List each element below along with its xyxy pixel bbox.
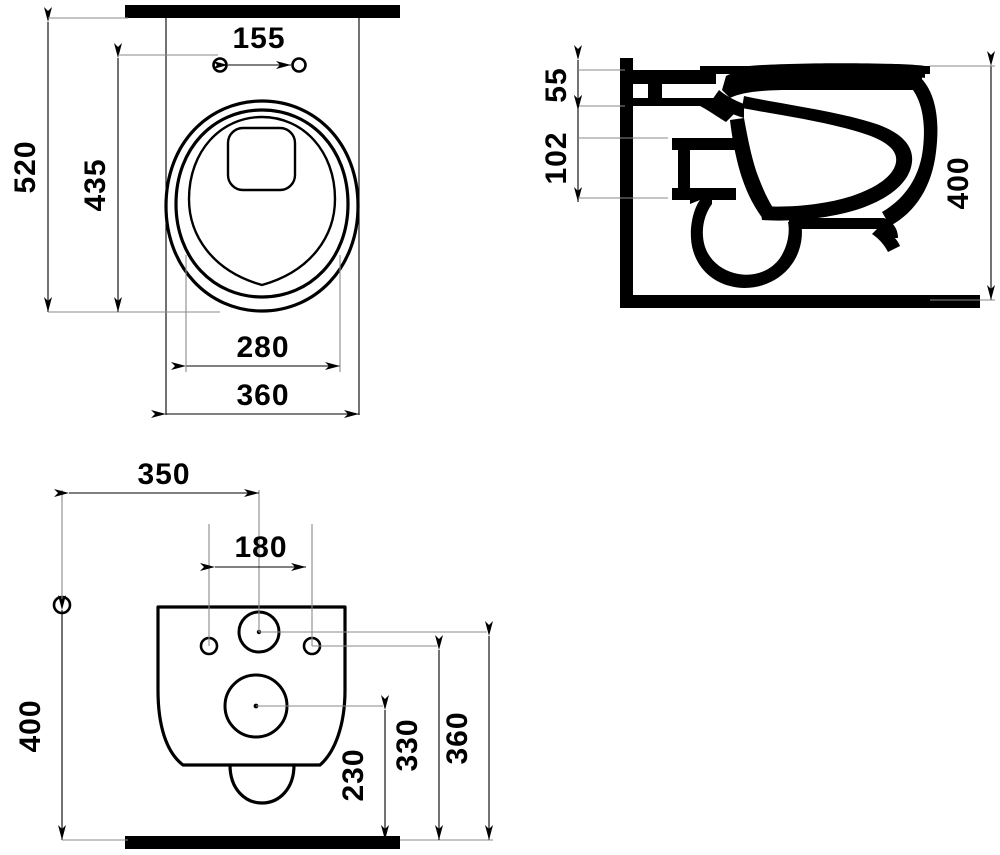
side-bowl-bottom-edge: [872, 226, 900, 252]
dimension-label-360: 360: [441, 711, 474, 764]
dimension-label-102: 102: [540, 131, 573, 184]
dimension-label-side-400: 400: [942, 156, 975, 209]
rear-floor-bar: [125, 836, 400, 849]
dimension-plan-280: 280: [171, 255, 341, 372]
dimension-plan-520: 520: [9, 7, 166, 313]
dimension-rear-400: 400: [14, 595, 128, 841]
dimension-label-155: 155: [232, 22, 285, 55]
rear-pan-outline: [156, 605, 347, 767]
rear-view: 350 180 400 360 330 230: [14, 458, 493, 849]
dimension-label-rear-400: 400: [14, 699, 47, 752]
dimension-label-180: 180: [234, 531, 287, 564]
side-bowl-outer-wall: [882, 76, 938, 226]
plan-bowl-rim-outline: [174, 108, 350, 299]
dimension-rear-350: 350: [54, 458, 259, 497]
side-waste-outlet: [672, 138, 736, 200]
side-rim-edge: [722, 68, 922, 98]
plan-bolt-hole-left: [212, 57, 228, 73]
side-flush-inlet: [633, 70, 716, 102]
rear-overflow-lug: [228, 763, 296, 805]
side-flush-inlet-lower: [633, 98, 736, 122]
side-bowl-midwall: [712, 90, 744, 118]
dimension-rear-330: 330: [391, 635, 443, 840]
side-floor-bar: [620, 295, 980, 308]
side-trap: [730, 118, 776, 220]
dimension-plan-360: 360: [151, 379, 359, 418]
side-bowl-inner-curve: [742, 96, 913, 221]
dimension-label-330: 330: [391, 718, 424, 771]
dimension-label-280: 280: [236, 331, 289, 364]
dimension-side-102: 102: [540, 95, 668, 202]
plan-seat-outer-outline: [164, 99, 360, 313]
plan-wall-bar: [125, 5, 400, 18]
dimension-side-55: 55: [540, 45, 625, 110]
plan-bolt-hole-right: [291, 57, 307, 73]
side-trap-bowl: [690, 196, 802, 288]
dimension-label-360: 360: [236, 379, 289, 412]
dimension-plan-155: 155: [213, 22, 291, 69]
dimension-label-230: 230: [337, 748, 370, 801]
dimension-label-435: 435: [79, 158, 112, 211]
side-lower-shelf: [789, 218, 898, 238]
dimension-label-520: 520: [9, 140, 42, 193]
side-view: 55 102 400: [540, 45, 995, 308]
dimension-plan-435: 435: [79, 43, 218, 312]
plan-flush-aperture: [226, 126, 297, 192]
plan-bowl-inner-outline: [187, 115, 337, 287]
dimension-side-400: 400: [930, 51, 995, 301]
dimension-label-350: 350: [137, 458, 190, 491]
dimension-rear-180: 180: [200, 531, 306, 571]
dimension-rear-230: 230: [337, 695, 389, 840]
plan-view: 155 520 435 280 360: [9, 5, 400, 418]
side-wall-bar: [620, 58, 633, 301]
dimension-rear-360: 360: [400, 621, 493, 841]
dimension-label-55: 55: [540, 67, 573, 102]
